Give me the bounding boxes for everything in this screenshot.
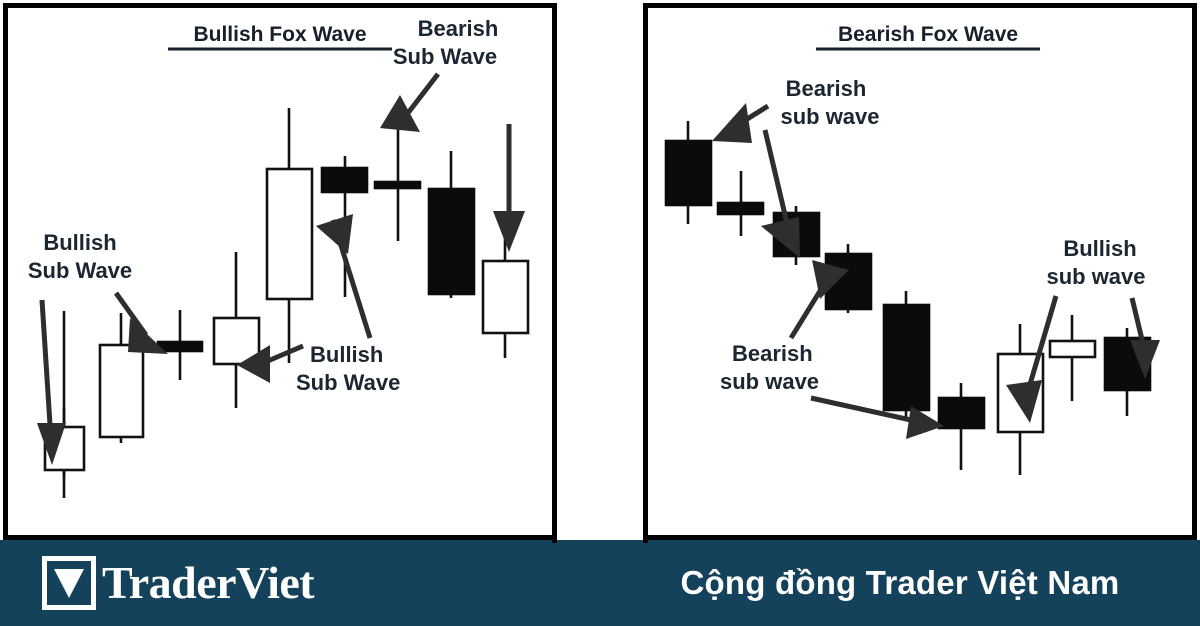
annotation-bullish-sub-wave-arrowhead-a	[1006, 380, 1042, 423]
annotation-down-arrow-candle-9	[493, 124, 525, 252]
annotation-bearish-sub-wave-lower-line2: sub wave	[720, 369, 819, 394]
annotation-bullish-sub-wave-left-leader	[113, 291, 149, 337]
annotation-bullish-sub-wave-lower: Bullish Sub Wave	[237, 342, 400, 395]
banner-tagline: Cộng đồng Trader Việt Nam	[680, 564, 1120, 601]
annotation-bullish-sub-wave-left: Bullish Sub Wave	[28, 230, 168, 354]
down-arrow-candle-3-shaft	[762, 129, 793, 237]
candle-2	[98, 313, 145, 443]
down-arrow-candle-1-shaft	[39, 299, 54, 441]
panel-divider-left	[552, 540, 557, 543]
candle-9	[481, 225, 530, 358]
bullish-fox-wave-panel: Bullish Fox Wave	[3, 3, 557, 540]
annotation-bullish-sub-wave-left-arrowhead	[128, 318, 168, 354]
candle-3	[156, 310, 204, 380]
annotation-bearish-sub-wave-top: Bearish sub wave	[712, 76, 880, 143]
annotation-bullish-sub-wave-lower-line1: Bullish	[310, 342, 383, 367]
annotation-bearish-sub-wave-top-arrowhead	[712, 103, 752, 143]
annotation-down-arrow-candle-1	[37, 299, 66, 465]
traderviet-banner: TraderViet Cộng đồng Trader Việt Nam	[0, 540, 1200, 626]
candle-5	[265, 108, 314, 363]
annotation-bearish-sub-wave-top-line1: Bearish	[786, 76, 867, 101]
candle-8	[427, 151, 476, 298]
candle-4	[212, 252, 261, 408]
candle-5	[882, 291, 931, 418]
down-arrow-candle-1-head	[37, 423, 66, 465]
annotation-bullish-sub-wave-line2: sub wave	[1046, 264, 1145, 289]
brand-name: TraderViet	[102, 557, 315, 608]
annotation-bearish-sub-wave-leader	[406, 72, 440, 115]
bearish-chart-title: Bearish Fox Wave	[838, 23, 1018, 46]
candle-1	[664, 121, 713, 224]
annotation-bearish-sub-wave: Bearish Sub Wave	[380, 16, 498, 132]
annotation-bearish-sub-wave-line2: Sub Wave	[393, 44, 497, 69]
annotation-bullish-sub-wave-lower-line2: Sub Wave	[296, 370, 400, 395]
annotation-bullish-sub-wave-upper-arrowhead	[316, 214, 353, 254]
annotation-bullish-sub-wave-lower-arrowhead	[237, 345, 270, 383]
candle-6	[937, 383, 986, 470]
annotation-bearish-sub-wave-lower-line1: Bearish	[732, 341, 813, 366]
annotation-bullish-sub-wave-leader-b	[1129, 297, 1147, 349]
panel-divider-right	[643, 540, 648, 543]
bullish-fox-wave-chart: Bullish Fox Wave	[28, 16, 530, 498]
annotation-down-arrow-candle-3	[761, 129, 800, 258]
annotation-arrow-candle-6	[810, 395, 944, 439]
candle-2	[716, 171, 765, 236]
bearish-fox-wave-panel: Bearish Fox Wave	[643, 3, 1197, 540]
bearish-fox-wave-chart: Bearish Fox Wave	[664, 23, 1160, 475]
down-arrow-candle-9-head	[493, 211, 525, 252]
annotation-bearish-sub-wave-arrowhead	[380, 95, 420, 132]
arrow-candle-6-shaft	[810, 395, 921, 425]
arrow-candle-6-head	[906, 406, 944, 439]
annotation-bullish-sub-wave-line1: Bullish	[1063, 236, 1136, 261]
annotation-bullish-sub-wave-upper	[316, 214, 373, 339]
annotation-bullish-sub-wave-left-line1: Bullish	[43, 230, 116, 255]
bullish-chart-title: Bullish Fox Wave	[193, 23, 366, 46]
down-arrow-candle-3-head	[761, 217, 800, 258]
annotation-bullish-sub-wave-arrowhead-b	[1130, 340, 1160, 379]
candle-8	[1048, 315, 1097, 401]
annotation-bullish-sub-wave-leader-a	[1023, 295, 1059, 399]
annotation-bearish-sub-wave-top-line2: sub wave	[780, 104, 879, 129]
annotation-bearish-sub-wave-line1: Bearish	[418, 16, 499, 41]
annotation-bearish-sub-wave-lower: Bearish sub wave	[720, 260, 849, 394]
annotation-bullish-sub-wave: Bullish sub wave	[1006, 236, 1160, 423]
annotation-bearish-sub-wave-lower-arrowhead	[812, 260, 849, 299]
v-logo-icon	[42, 556, 96, 610]
traderviet-logo[interactable]: TraderViet	[42, 556, 315, 610]
annotation-bullish-sub-wave-left-line2: Sub Wave	[28, 258, 132, 283]
